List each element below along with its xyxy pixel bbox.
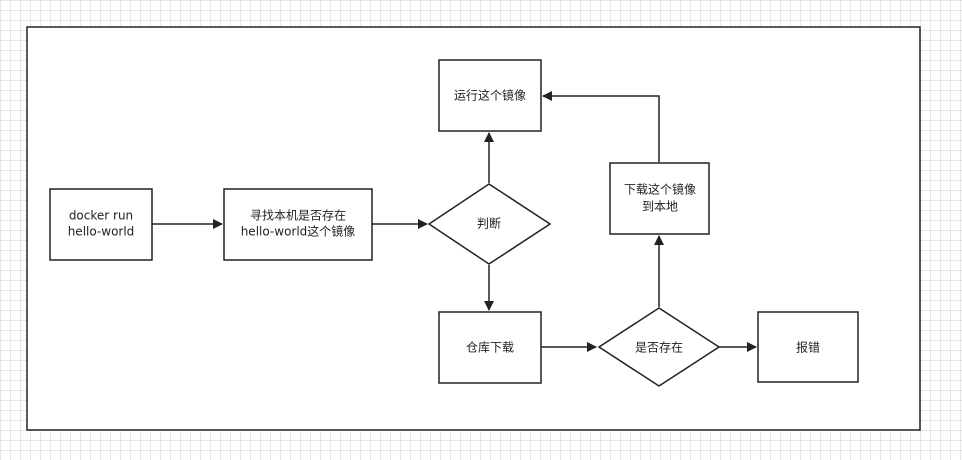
node-run <box>438 59 542 132</box>
download-label-line1: 下载这个镜像 <box>624 182 696 197</box>
node-decision <box>427 183 552 265</box>
run-label: 运行这个镜像 <box>454 88 526 103</box>
exists-label: 是否存在 <box>635 341 683 355</box>
start-label-line2: hello-world <box>68 225 135 239</box>
start-label-line1: docker run <box>69 209 133 223</box>
search-label-line2: hello-world这个镜像 <box>241 224 356 239</box>
node-start <box>49 188 153 261</box>
repo-label: 仓库下载 <box>466 340 514 355</box>
search-label-line1: 寻找本机是否存在 <box>250 209 346 223</box>
node-exists <box>597 307 721 387</box>
arrow-download-to-run <box>542 91 660 162</box>
node-repo <box>438 311 542 384</box>
download-label-line2: 到本地 <box>642 200 678 214</box>
node-download <box>609 162 710 235</box>
node-error <box>757 311 859 383</box>
node-search <box>223 188 373 261</box>
decision-label: 判断 <box>477 216 501 231</box>
error-label: 报错 <box>796 340 820 355</box>
connectors <box>152 91 757 352</box>
